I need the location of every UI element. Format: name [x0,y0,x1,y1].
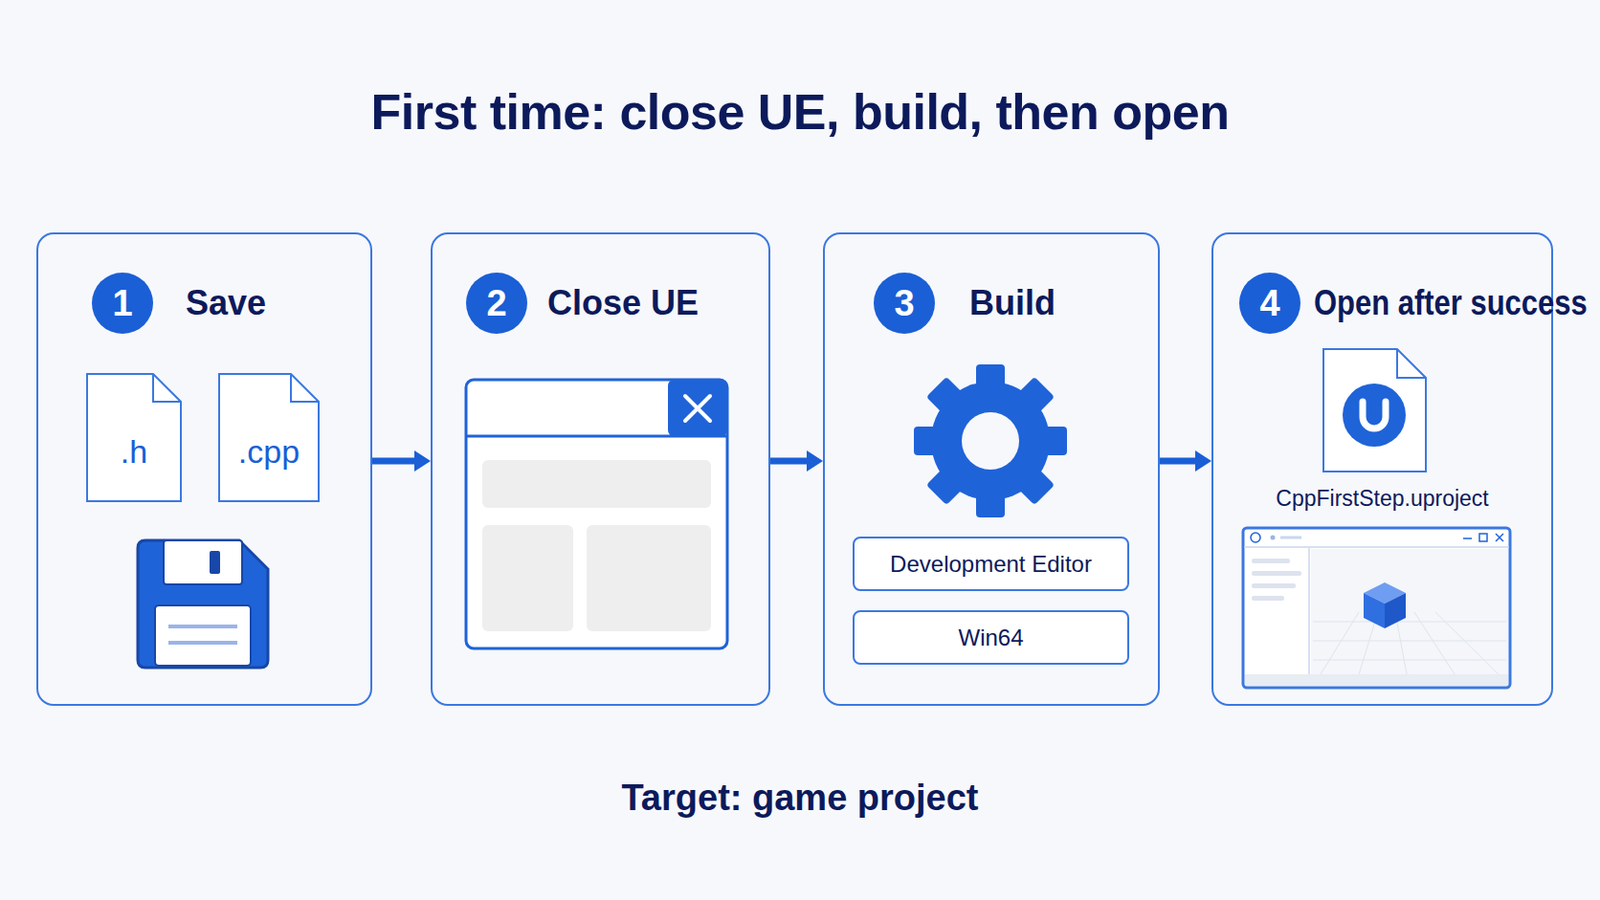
step-heading: Save [185,282,267,325]
editor-tab [1280,536,1302,540]
step-number: 3 [873,272,935,334]
file-extension: .cpp [218,432,320,471]
step-number: 2 [466,272,528,334]
gear-tooth [1028,426,1067,456]
gear-body [931,381,1050,501]
step-card: 2 Close UE [430,232,771,707]
editor-frame [1243,528,1511,689]
outliner-row [1251,596,1285,601]
arrow-head [414,450,431,472]
outliner-row [1251,571,1302,577]
source-file: .cpp [218,373,320,503]
editor-window-icon [1243,528,1511,689]
engine-logo [1342,383,1406,447]
diagram-title: First time: close UE, build, then open [0,78,1600,146]
viewport-grid [1312,612,1507,675]
outliner-row [1251,583,1296,589]
step-card: 4Open after successCppFirstStep.uproject [1211,232,1554,707]
arrow-head [1195,450,1212,472]
step-heading: Build [969,282,1056,325]
window-panel [586,525,712,632]
step-number: 4 [1239,272,1301,334]
step-heading: Open after success [1313,282,1588,325]
editor-statusbar [1244,674,1509,687]
grid-line [1395,612,1407,675]
outliner-row [1251,558,1290,564]
step-heading: Close UE [547,282,699,325]
file-fold [153,374,181,402]
grid-line [1435,612,1499,675]
source-file: .h [86,373,182,503]
window-titlebar-line [466,435,728,439]
flow-arrow [770,450,823,472]
gear-tooth [976,364,1005,403]
close-cross [685,396,711,422]
flow-arrow [1159,450,1212,472]
gear-tooth [926,458,974,506]
cube-right [1384,593,1406,629]
editor-separator [1308,548,1311,675]
grid-line [1312,641,1507,643]
grid-line [1320,612,1359,675]
file-outline [219,374,319,502]
editor-titlebar-line [1244,546,1510,549]
option-label: Development Editor [889,551,1092,578]
gear-tooth [1007,458,1055,506]
gear-icon [913,364,1067,518]
floppy-line [168,641,238,645]
floppy-slot [209,551,221,575]
step-number: 1 [91,272,154,334]
floppy-body [137,540,268,668]
window-minimize [1463,537,1472,540]
floppy-icon [137,540,268,668]
window-close [1495,533,1504,542]
window-panel [482,525,574,632]
editor-dot [1270,535,1276,541]
cube-left [1363,593,1385,629]
window-icon [466,379,728,649]
grid-line [1312,622,1507,623]
arrow-shaft [372,458,418,466]
grid-line [1358,612,1378,675]
arrow-shaft [770,458,810,466]
uproject-file-icon [1323,349,1426,472]
file-fold [1397,349,1426,378]
close-cross [685,396,711,422]
window-maximize [1479,533,1488,542]
step-card: 1 Save .h .cpp [36,232,373,707]
gear-tooth [913,426,953,456]
arrow-shaft [1159,458,1199,466]
engine-logo-mark [1362,401,1386,429]
gear-tooth [926,377,974,424]
window-frame [466,379,728,649]
cube-top [1363,582,1406,604]
gear-hole [961,412,1020,470]
gear-tooth [976,479,1005,518]
grid-line [1312,660,1507,662]
grid-line [1414,612,1455,675]
file-fold [290,374,319,402]
file-name: CppFirstStep.uproject [1213,484,1552,513]
diagram-caption: Target: game project [0,777,1600,820]
flow-arrow [372,450,431,472]
step-card: 3 BuildDevelopment EditorWin64 [822,232,1160,707]
close-button [667,379,728,437]
editor-viewport [1311,549,1509,675]
floppy-shutter [163,540,243,585]
window-panel [482,460,712,509]
file-outline [87,374,181,502]
gear-tooth [1007,377,1055,424]
arrow-head [806,450,823,472]
file-extension: .h [86,432,182,471]
floppy-label [155,605,251,667]
file-outline [1323,349,1426,472]
editor-logo [1250,533,1261,543]
floppy-line [168,624,238,629]
option-box: Development Editor [852,536,1130,592]
option-box: Win64 [852,610,1130,666]
option-label: Win64 [957,624,1023,652]
